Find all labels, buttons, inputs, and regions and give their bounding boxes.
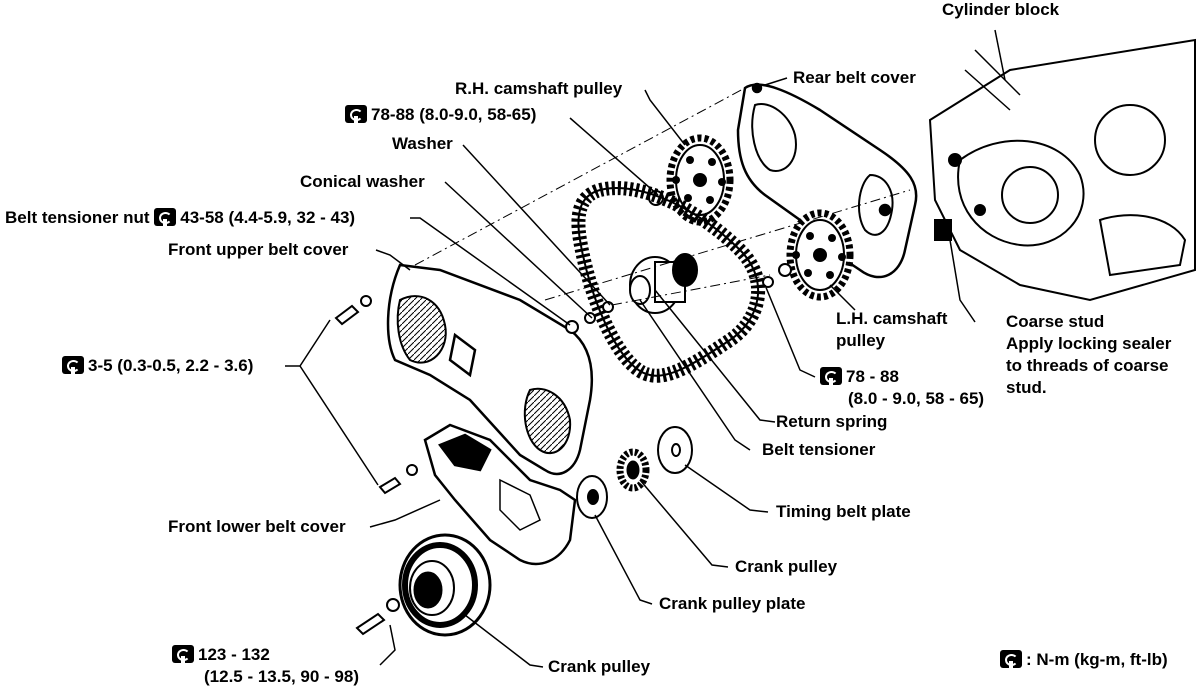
label-front-upper-belt-cover: Front upper belt cover (168, 240, 349, 259)
legend-units-text: : N-m (kg-m, ft-lb) (1026, 650, 1168, 669)
label-timing-belt-plate: Timing belt plate (776, 502, 911, 521)
torque-wrench-icon (154, 208, 177, 226)
front-lower-belt-cover (423, 423, 577, 566)
crank-pulley-plate (576, 475, 608, 519)
torque-cover-bolts-value: 3-5 (0.3-0.5, 2.2 - 3.6) (88, 356, 254, 375)
label-front-lower-belt-cover: Front lower belt cover (168, 517, 346, 536)
label-crank-pulley-small: Crank pulley (735, 557, 838, 576)
torque-crank-units: (12.5 - 13.5, 90 - 98) (204, 667, 359, 686)
lh-camshaft-pulley-line1: L.H. camshaft (836, 309, 948, 328)
label-rh-camshaft-pulley: R.H. camshaft pulley (455, 79, 623, 98)
label-conical-washer: Conical washer (300, 172, 425, 191)
label-lh-camshaft-pulley: L.H. camshaft pulley (836, 308, 947, 352)
label-cylinder-block: Cylinder block (942, 0, 1060, 19)
torque-wrench-icon (1000, 650, 1022, 668)
timing-belt (571, 181, 765, 383)
label-belt-tensioner-nut: Belt tensioner nut 43-58 (4.4-5.9, 32 - … (5, 208, 355, 228)
torque-wrench-icon (62, 356, 84, 374)
crank-pulley-small (616, 448, 650, 492)
timing-belt-plate (657, 426, 693, 474)
legend-units: : N-m (kg-m, ft-lb) (1000, 650, 1168, 670)
torque-wrench-icon (820, 367, 842, 385)
torque-rh-camshaft: 78-88 (8.0-9.0, 58-65) (345, 105, 536, 125)
front-upper-belt-cover (386, 263, 594, 476)
label-washer: Washer (392, 134, 453, 153)
crank-pulley-large (386, 533, 492, 637)
torque-crank-value: 123 - 132 (198, 645, 270, 664)
torque-wrench-icon (345, 105, 367, 123)
label-coarse-stud: Coarse stud Apply locking sealer to thre… (1006, 311, 1171, 399)
leader-lines (285, 29, 1006, 668)
cylinder-block (928, 38, 1196, 302)
coarse-stud-note-2: to threads of coarse (1006, 356, 1169, 375)
torque-tensioner-nut-value: 43-58 (4.4-5.9, 32 - 43) (180, 208, 356, 227)
belt-tensioner-nut-text: Belt tensioner nut (5, 208, 150, 227)
lh-camshaft-pulley-line2: pulley (836, 331, 886, 350)
belt-tensioner (629, 253, 698, 314)
rh-camshaft-pulley (648, 134, 734, 226)
torque-crank-pulley: 123 - 132 (12.5 - 13.5, 90 - 98) (172, 644, 359, 688)
torque-lh-camshaft-value: 78 - 88 (846, 367, 899, 386)
label-return-spring: Return spring (776, 412, 888, 431)
coarse-stud-title: Coarse stud (1006, 312, 1105, 331)
torque-lh-camshaft: 78 - 88 (8.0 - 9.0, 58 - 65) (820, 366, 984, 410)
label-crank-pulley-large: Crank pulley (548, 657, 651, 676)
lh-camshaft-pulley (762, 209, 854, 301)
label-rear-belt-cover: Rear belt cover (793, 68, 916, 87)
rear-belt-cover (736, 82, 918, 279)
torque-rh-camshaft-value: 78-88 (8.0-9.0, 58-65) (371, 105, 537, 124)
torque-lh-camshaft-units: (8.0 - 9.0, 58 - 65) (848, 389, 985, 408)
alignment-lines (414, 87, 911, 306)
label-crank-pulley-plate: Crank pulley plate (659, 594, 806, 613)
torque-cover-bolts: 3-5 (0.3-0.5, 2.2 - 3.6) (62, 356, 253, 376)
coarse-stud-note-1: Apply locking sealer (1006, 334, 1172, 353)
torque-wrench-icon (172, 645, 194, 663)
label-belt-tensioner: Belt tensioner (762, 440, 876, 459)
coarse-stud-note-3: stud. (1006, 378, 1047, 397)
